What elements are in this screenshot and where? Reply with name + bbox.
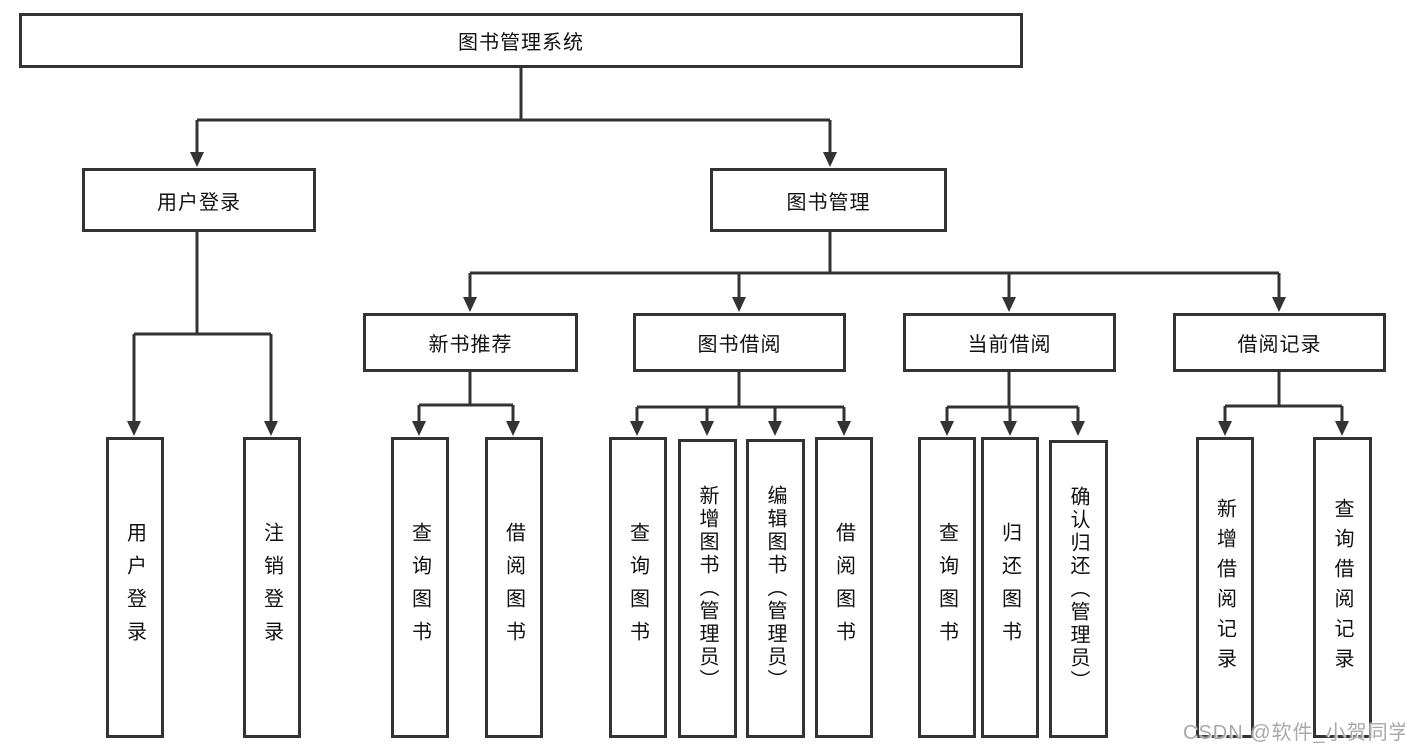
arrowhead-icon — [190, 152, 204, 167]
node-leaf-add-books-admin: 新增图书（管理员） — [678, 439, 737, 738]
arrowhead-icon — [768, 421, 782, 436]
connector-borrowrecords-to-leaves — [1223, 372, 1344, 422]
connector-currentborrow-to-leaves — [945, 372, 1080, 422]
arrowhead-icon — [630, 421, 644, 436]
node-leaf-borrow-books-2: 借阅图书 — [815, 437, 873, 738]
arrowheads — [127, 152, 1349, 436]
csdn-watermark: CSDN @软件_小贺同学 — [1183, 722, 1405, 744]
node-leaf-add-borrow-record: 新增借阅记录 — [1196, 437, 1254, 738]
arrowhead-icon — [940, 421, 954, 436]
arrowhead-icon — [463, 297, 477, 312]
node-leaf-user-login: 用户登录 — [106, 437, 164, 738]
connector-newbookrec-to-leaves — [417, 372, 515, 422]
arrowhead-icon — [732, 297, 746, 312]
arrowhead-icon — [1003, 421, 1017, 436]
node-book-management: 图书管理 — [710, 168, 947, 232]
node-leaf-confirm-return-admin: 确认归还（管理员） — [1049, 440, 1108, 738]
node-leaf-borrow-books-1: 借阅图书 — [485, 437, 543, 738]
arrowhead-icon — [127, 421, 141, 436]
node-current-borrowing: 当前借阅 — [903, 313, 1116, 372]
arrowhead-icon — [1272, 297, 1286, 312]
node-leaf-edit-books-admin: 编辑图书（管理员） — [746, 439, 805, 738]
arrowhead-icon — [412, 421, 426, 436]
arrowhead-icon — [1218, 421, 1232, 436]
node-leaf-logout: 注销登录 — [243, 437, 301, 738]
arrowhead-icon — [837, 421, 851, 436]
node-book-borrowing: 图书借阅 — [633, 313, 846, 372]
arrowhead-icon — [506, 421, 520, 436]
node-new-book-recommendation: 新书推荐 — [363, 313, 578, 372]
node-root: 图书管理系统 — [19, 13, 1023, 68]
node-leaf-query-books-1: 查询图书 — [391, 437, 449, 738]
arrowhead-icon — [1335, 421, 1349, 436]
node-leaf-query-books-3: 查询图书 — [918, 437, 976, 738]
node-user-login: 用户登录 — [82, 168, 316, 232]
arrowhead-icon — [823, 152, 837, 167]
node-leaf-return-books: 归还图书 — [981, 437, 1039, 738]
connector-root-to-level2 — [195, 68, 832, 153]
connector-bookborrow-to-leaves — [635, 372, 846, 422]
node-borrowing-records: 借阅记录 — [1173, 313, 1386, 372]
arrowhead-icon — [1071, 421, 1085, 436]
connector-bookmgmt-to-level3 — [468, 232, 1281, 298]
arrowhead-icon — [700, 421, 714, 436]
node-leaf-query-borrow-record: 查询借阅记录 — [1313, 437, 1372, 738]
connector-userlogin-to-leaves — [132, 232, 273, 422]
arrowhead-icon — [1002, 297, 1016, 312]
arrowhead-icon — [264, 421, 278, 436]
node-leaf-query-books-2: 查询图书 — [609, 437, 667, 738]
